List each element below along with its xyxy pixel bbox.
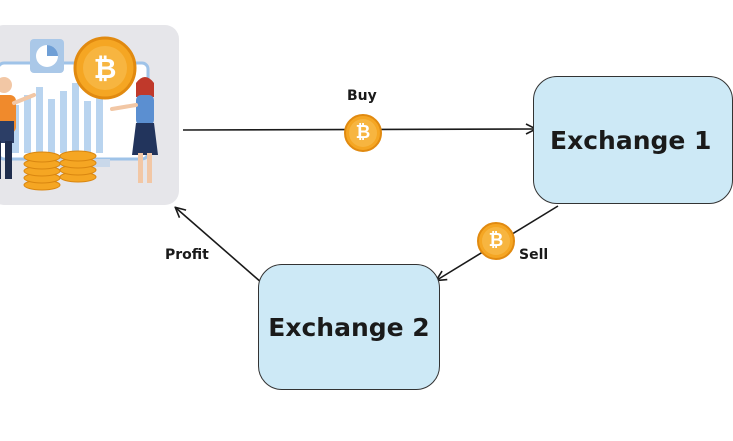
svg-text:₿: ₿ bbox=[94, 52, 117, 85]
exchange-1-label: Exchange 1 bbox=[550, 125, 712, 155]
profit-label: Profit bbox=[165, 247, 209, 263]
sell-label: Sell bbox=[519, 247, 549, 263]
exchange-2-node: Exchange 2 bbox=[258, 264, 440, 390]
trader-illustration: ₿ bbox=[0, 25, 179, 205]
bitcoin-coin-icon: ₿ bbox=[344, 114, 382, 152]
exchange-1-node: Exchange 1 bbox=[533, 76, 733, 204]
bitcoin-coin-icon: ₿ bbox=[477, 222, 515, 260]
exchange-2-label: Exchange 2 bbox=[268, 312, 430, 342]
profit-arrow bbox=[176, 208, 263, 284]
buy-label: Buy bbox=[347, 88, 377, 104]
